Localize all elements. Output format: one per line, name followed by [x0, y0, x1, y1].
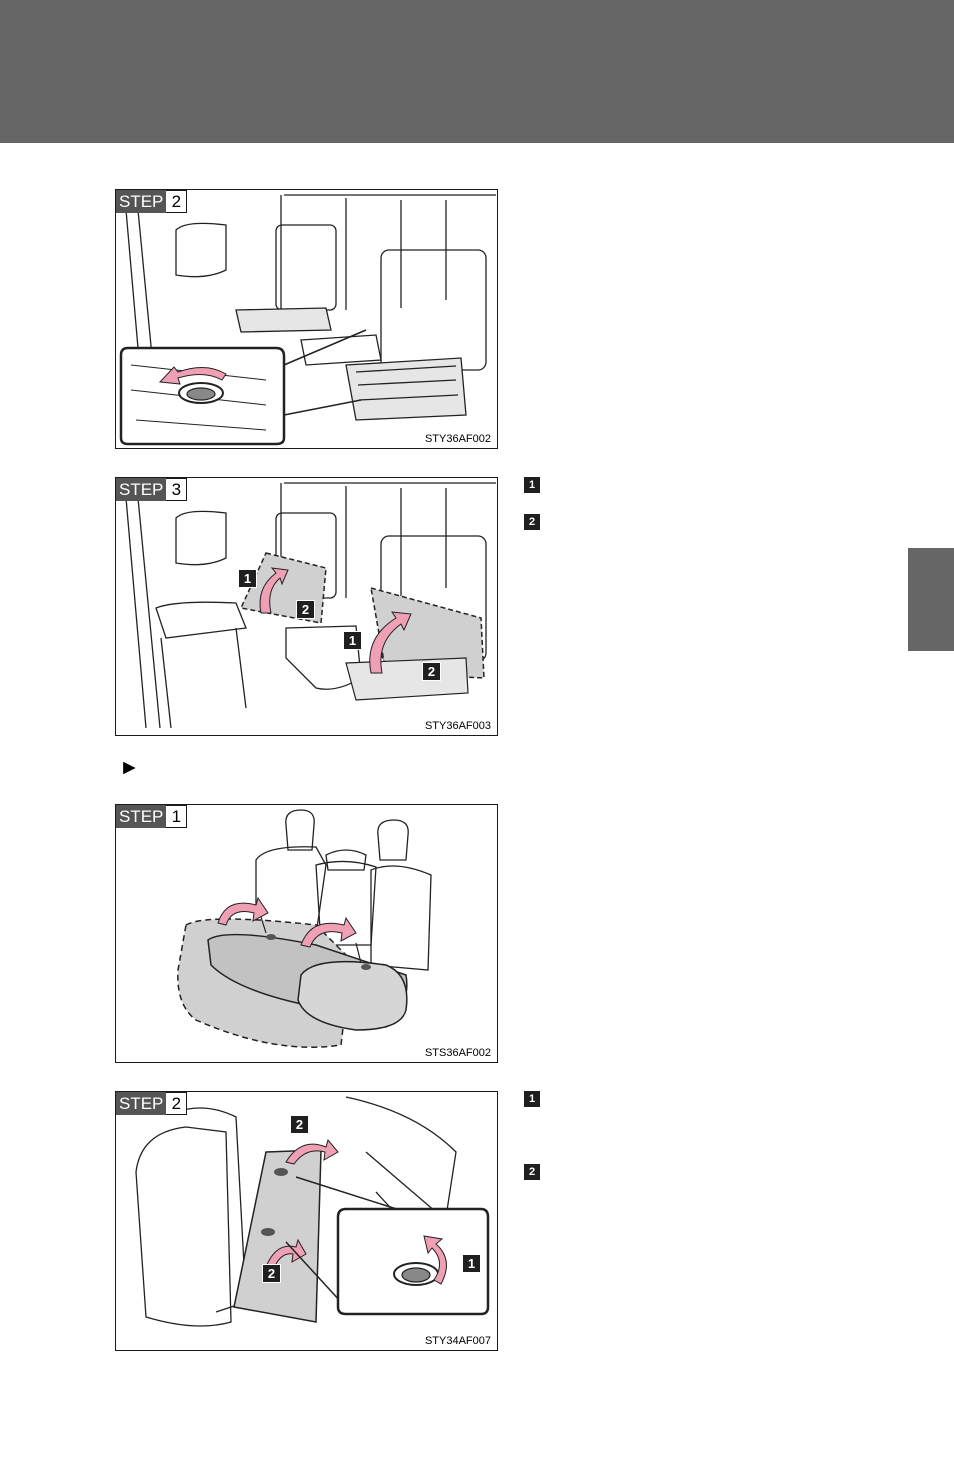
legend-number-1: 1	[524, 1091, 540, 1107]
figure-step1-seat-cushion: STEP 1 STS36AF002	[115, 804, 498, 1063]
step-tag: STEP 2	[116, 190, 188, 213]
step-word: STEP	[116, 1092, 167, 1115]
step-number: 2	[166, 190, 188, 213]
rear-cabin-illustration	[125, 482, 496, 729]
detail-inset	[336, 1207, 490, 1316]
step-number: 1	[166, 805, 188, 828]
legend-number-2: 2	[524, 1164, 540, 1180]
seat-bottom-illustration	[135, 1096, 490, 1327]
step-number: 3	[166, 478, 188, 501]
header-band	[0, 0, 954, 143]
callout-2: 2	[290, 1115, 309, 1134]
figure-code: STS36AF002	[424, 1047, 491, 1059]
step-tag: STEP 2	[116, 1092, 188, 1115]
callout-1: 1	[462, 1254, 481, 1273]
figure-step3-cushion-lift: STEP 3 1 2 1 2 STY36AF003	[115, 477, 498, 736]
step-number: 2	[166, 1092, 188, 1115]
figure-code: STY36AF002	[424, 433, 491, 445]
figure-code: STY34AF007	[424, 1335, 491, 1347]
callout-1: 1	[343, 631, 362, 650]
legend-number-2: 2	[524, 514, 540, 530]
chapter-tab	[908, 548, 954, 651]
step-word: STEP	[116, 805, 167, 828]
step-word: STEP	[116, 478, 167, 501]
callout-2: 2	[296, 600, 315, 619]
step-word: STEP	[116, 190, 167, 213]
rear-cabin-illustration	[119, 194, 496, 446]
counterclockwise-arrow-icon	[158, 366, 227, 385]
rear-seat-illustration	[177, 809, 432, 1048]
legend-number-1: 1	[524, 477, 540, 493]
figure-code: STY36AF003	[424, 720, 491, 732]
step-tag: STEP 3	[116, 478, 188, 501]
callout-2: 2	[422, 662, 441, 681]
figure-step2-floor-lock: STEP 2 STY36AF002	[115, 189, 498, 449]
step-tag: STEP 1	[116, 805, 188, 828]
section-marker-icon: ►	[119, 756, 140, 779]
callout-1: 1	[238, 569, 257, 588]
callout-2: 2	[262, 1264, 281, 1283]
figure-step2-seat-bottom: STEP 2 2 2 1 STY34AF007	[115, 1091, 498, 1351]
